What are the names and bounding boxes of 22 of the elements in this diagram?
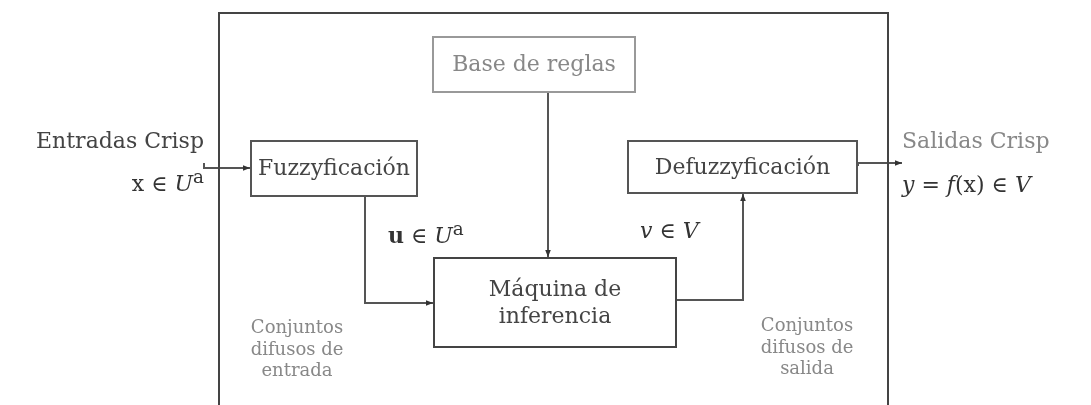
box-label: Máquina de inferencia (487, 276, 623, 329)
frame-box (218, 12, 889, 405)
text-label: Salidas Crisp (902, 128, 1050, 155)
arrow (857, 160, 903, 167)
math-label: v ∈ V (640, 218, 699, 245)
math-label: u ∈ U$^{a}$ (388, 218, 464, 250)
note-text: Conjuntos difusos de entrada (249, 316, 345, 381)
text-label: y = f(x) ∈ V (902, 171, 1031, 198)
box-label: Base de reglas (452, 51, 616, 78)
process-box (250, 140, 418, 197)
text-label: Entradas Crisp (36, 128, 204, 155)
note-text: Conjuntos difusos de salida (759, 314, 855, 379)
process-box (433, 257, 677, 348)
arrow (203, 162, 251, 171)
process-box (432, 36, 636, 93)
text-label: x ∈ U$^{a}$ (131, 166, 204, 198)
arrow (676, 193, 746, 301)
box-label: Fuzzyficación (258, 155, 410, 182)
box-label: Defuzzyficación (654, 153, 831, 181)
process-box (627, 140, 858, 194)
arrow (545, 92, 551, 258)
arrow (364, 196, 434, 306)
